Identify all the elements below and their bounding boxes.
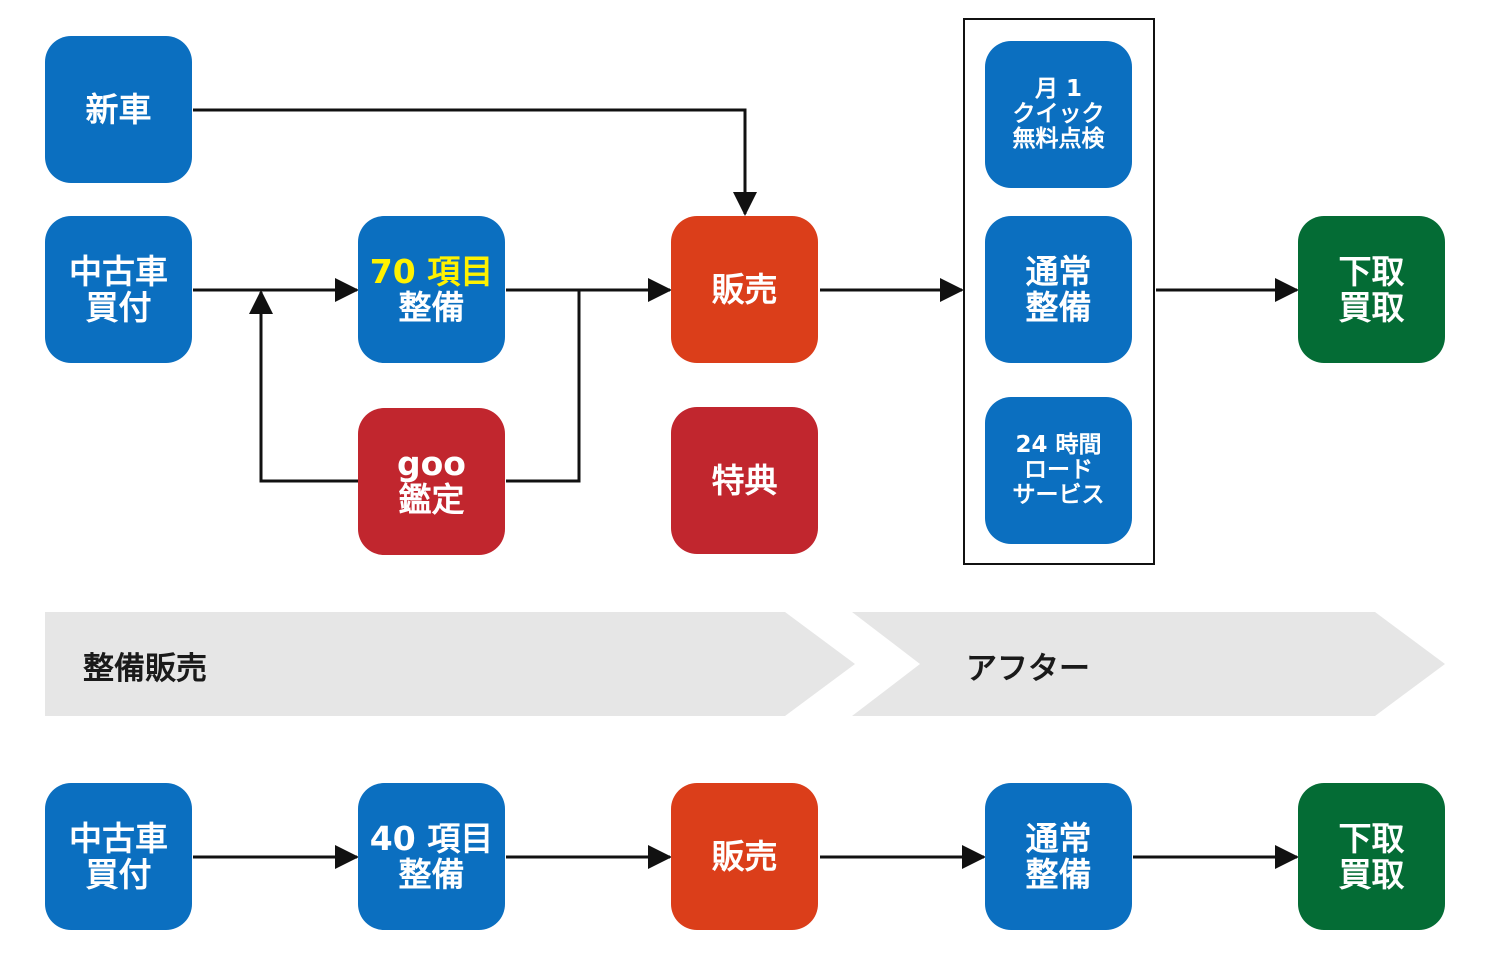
node-label: 新車 [85, 89, 152, 129]
node-regular-maintenance: 通常 整備 [985, 216, 1132, 363]
node-label: 無料点検 [1012, 125, 1105, 152]
node-label: 下取 [1338, 251, 1405, 291]
node-label: 24 時間 [1015, 432, 1102, 459]
node-label: 買取 [1338, 287, 1405, 327]
node-label: 月 1 [1034, 76, 1082, 103]
node-chuko-kaitsuke: 中古車 買付 [45, 216, 192, 363]
node-b-seibi-40: 40 項目 整備 [358, 783, 505, 930]
node-label: 買付 [85, 287, 152, 327]
node-label: 特典 [711, 460, 778, 500]
node-b-trade-in: 下取 買取 [1298, 783, 1445, 930]
node-seibi-70: 70 項目 整備 [358, 216, 505, 363]
node-road-service: 24 時間 ロード サービス [985, 397, 1132, 544]
after-service-group-frame [963, 18, 1155, 565]
node-label: 整備 [398, 854, 465, 894]
node-label: 通常 [1025, 251, 1092, 291]
node-goo-kantei: goo 鑑定 [358, 408, 505, 555]
node-label: 40 項目 [369, 818, 494, 858]
node-label: 通常 [1025, 818, 1092, 858]
phase-label-after: アフター [966, 651, 1090, 687]
node-label: 買取 [1338, 854, 1405, 894]
arrow-goo-feedback [249, 290, 358, 483]
node-label: クイック [1012, 101, 1105, 128]
node-label: サービス [1012, 481, 1105, 508]
node-label: 下取 [1338, 818, 1405, 858]
node-label-highlight: 70 項目 [369, 251, 494, 291]
node-tokuten: 特典 [671, 407, 818, 554]
node-monthly-check: 月 1 クイック 無料点検 [985, 41, 1132, 188]
node-hanbai: 販売 [671, 216, 818, 363]
node-label: goo [397, 443, 466, 483]
node-label: 買付 [85, 854, 152, 894]
node-b-hanbai: 販売 [671, 783, 818, 930]
node-label: 整備 [398, 287, 465, 327]
phase-band-seibi-hanbai [45, 612, 855, 716]
node-label: 販売 [711, 836, 778, 876]
node-label: 鑑定 [398, 479, 465, 519]
node-b-chuko-kaitsuke: 中古車 買付 [45, 783, 192, 930]
node-label: 中古車 [69, 251, 168, 291]
phase-label-seibi-hanbai: 整備販売 [83, 651, 207, 687]
node-label: 整備 [1025, 854, 1092, 894]
node-label: 販売 [711, 269, 778, 309]
node-label: ロード [1024, 457, 1093, 484]
node-shinsha: 新車 [45, 36, 192, 183]
node-label: 中古車 [69, 818, 168, 858]
node-label: 整備 [1025, 287, 1092, 327]
line-goo-to-merge [506, 290, 581, 483]
node-b-regular-maintenance: 通常 整備 [985, 783, 1132, 930]
node-trade-in: 下取 買取 [1298, 216, 1445, 363]
arrow-shinsha-to-hanbai [193, 108, 757, 216]
phase-band-after [852, 612, 1445, 716]
